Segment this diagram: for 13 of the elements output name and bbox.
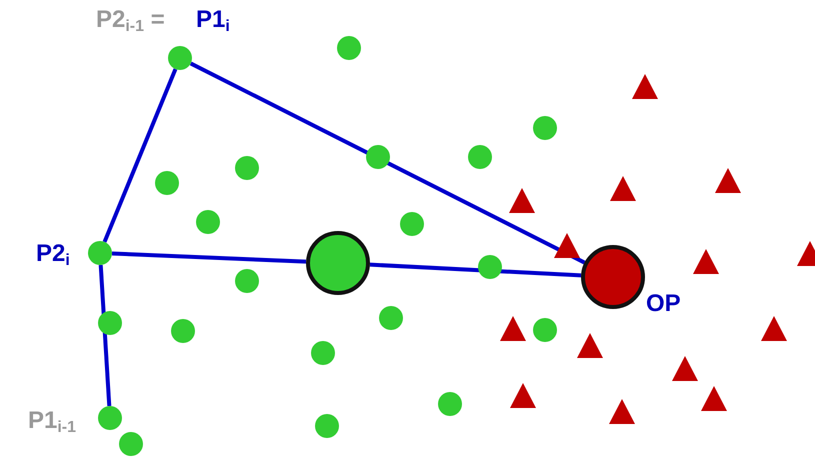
point-label: P1$_{i-1}$ (28, 407, 76, 438)
connector-line (112, 252, 306, 264)
connector-line (102, 68, 178, 243)
connector-line (370, 262, 582, 278)
connector-line (98, 264, 112, 406)
point-label: P1$_{i}$ (196, 6, 230, 37)
point-dot (88, 241, 112, 265)
point-label: P2$_{i}$ (36, 240, 70, 271)
point-label: OP (646, 290, 681, 318)
point-label: P2$_{i-1}$ = (96, 6, 165, 37)
connector-line (190, 62, 586, 264)
point-dot (168, 46, 192, 70)
point-dot (98, 406, 122, 430)
